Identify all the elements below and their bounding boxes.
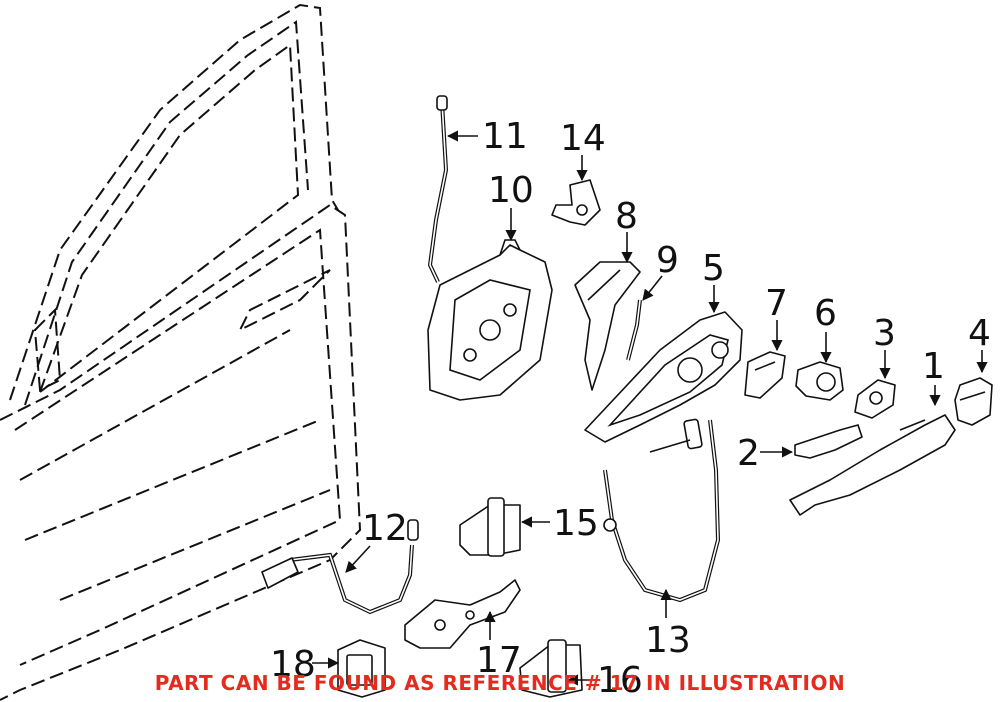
check-bracket <box>337 639 386 698</box>
handle-lever <box>794 424 863 459</box>
handle-carrier <box>584 311 743 443</box>
callout-14: 14 <box>560 118 606 159</box>
handle-gasket <box>854 379 896 419</box>
callout-17: 17 <box>476 640 522 681</box>
door-check-strap <box>404 579 521 649</box>
callout-7: 7 <box>765 283 788 324</box>
callout-15: 15 <box>553 503 599 544</box>
callout-1: 1 <box>922 346 945 387</box>
door-outline <box>0 3 362 701</box>
door-lock-actuator <box>427 239 553 401</box>
callout-8: 8 <box>615 196 638 237</box>
callout-4: 4 <box>968 313 991 354</box>
callout-3: 3 <box>873 313 896 354</box>
wiring-harness <box>261 519 419 615</box>
release-cable <box>603 418 721 603</box>
handle-carrier-bracket <box>574 261 641 391</box>
callout-11: 11 <box>482 116 528 157</box>
handle-cover-trim <box>744 351 786 399</box>
callout-13: 13 <box>645 620 691 661</box>
handle-end-cap <box>954 377 993 426</box>
lock-cylinder <box>795 361 844 401</box>
callout-9: 9 <box>656 240 679 281</box>
lock-rod <box>427 95 449 283</box>
callout-2: 2 <box>737 433 760 474</box>
reference-caption: PART CAN BE FOUND AS REFERENCE # 17 IN I… <box>154 671 846 695</box>
outside-door-handle <box>789 414 956 516</box>
handle-rod <box>626 299 642 361</box>
callout-5: 5 <box>702 248 725 289</box>
door-hinge-lower <box>519 639 583 698</box>
callout-10: 10 <box>488 170 534 211</box>
door-hinge-upper <box>459 497 521 557</box>
callout-18: 18 <box>270 644 316 685</box>
door-striker <box>551 179 601 226</box>
callout-16: 16 <box>597 660 643 701</box>
callout-leaders <box>312 130 988 686</box>
callout-6: 6 <box>814 293 837 334</box>
callout-labels: 1 2 3 4 5 6 7 8 9 10 11 12 13 14 15 16 1… <box>270 116 991 701</box>
callout-12: 12 <box>362 508 408 549</box>
